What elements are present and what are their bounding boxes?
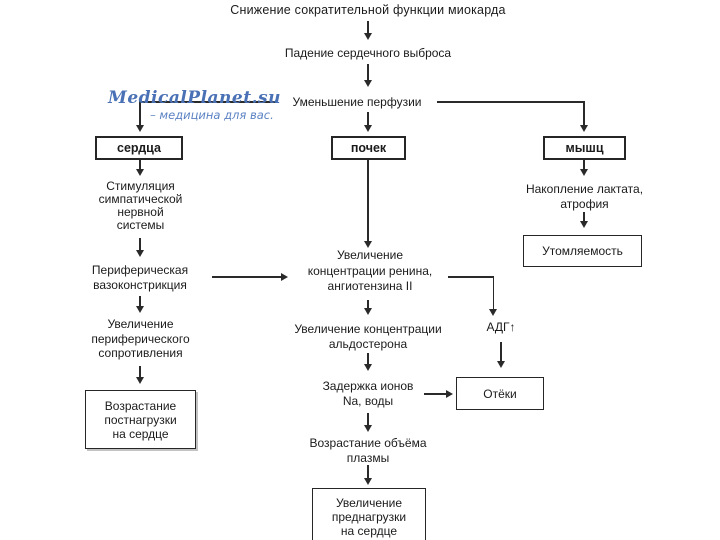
arrow-sympathetic-to-vasoconstriction	[139, 238, 141, 251]
node-heart-box: сердца	[95, 136, 183, 160]
node-renin: Увеличение концентрации ренина, ангиотен…	[307, 248, 433, 293]
arrow-sodium-to-plasma	[367, 413, 369, 426]
line-perfusion-to-muscles	[583, 101, 585, 126]
arrow-perfusion-to-kidneys	[363, 125, 372, 132]
arrow-perfusion-to-kidneys	[367, 112, 369, 126]
arrow-plasma-to-preload	[367, 465, 369, 479]
arrow-muscles-to-lactate	[583, 160, 585, 170]
arrow-aldosterone-to-sodium	[367, 353, 369, 365]
node-sympathetic: Стимуляция симпатической нервной системы	[98, 179, 183, 232]
arrow-plasma-to-preload	[363, 478, 372, 485]
node-edema-box: Отёки	[456, 377, 544, 410]
node-kidneys-box: почек	[331, 136, 406, 160]
node-preload-box: Увеличение преднагрузки на сердце	[312, 488, 426, 540]
arrow-renin-to-aldosterone	[367, 300, 369, 309]
arrow-sodium-to-plasma	[363, 425, 372, 432]
node-afterload-box: Возрастание постнагрузки на сердце	[85, 390, 196, 449]
node-sodium-retention: Задержка ионов Na, воды	[322, 379, 414, 408]
line-perfusion-to-heart	[135, 125, 144, 132]
arrow-sodium-to-edema	[424, 393, 446, 395]
node-adh: АДГ↑	[486, 320, 516, 334]
line-renin-to-adh	[489, 309, 497, 316]
arrow-lactate-to-fatigue	[579, 221, 588, 228]
arrow-aldosterone-to-sodium	[363, 364, 372, 371]
arrow-heart-to-sympathetic	[135, 169, 144, 176]
node-perfusion: Уменьшение перфузии	[292, 95, 422, 109]
line-perfusion-to-heart	[139, 101, 141, 126]
arrow-vasoconstriction-to-renin	[212, 276, 282, 278]
arrow-title-to-cardiac-output	[363, 33, 372, 40]
arrow-cardiac-output-to-perfusion	[367, 64, 369, 81]
arrow-renin-to-aldosterone	[363, 308, 372, 315]
watermark-tagline: – медицина для вас.	[150, 108, 274, 122]
arrow-resistance-to-afterload	[135, 377, 144, 384]
arrow-vasoconstriction-to-renin	[281, 272, 288, 281]
node-vasoconstriction: Периферическая вазоконстрикция	[91, 263, 189, 292]
node-title: Снижение сократительной функции миокарда	[230, 3, 506, 17]
line-renin-to-adh	[448, 276, 494, 278]
arrow-muscles-to-lactate	[579, 169, 588, 176]
arrow-sodium-to-edema	[446, 389, 453, 398]
node-fatigue-box: Утомляемость	[523, 235, 642, 267]
node-peripheral-resistance: Увеличение периферического сопротивления	[91, 317, 190, 360]
watermark-brand: MedicalPlanet.su	[108, 88, 281, 108]
arrow-vasoconstriction-to-resistance	[139, 296, 141, 307]
arrow-kidneys-to-renin	[363, 241, 372, 248]
arrow-resistance-to-afterload	[139, 366, 141, 378]
arrow-title-to-cardiac-output	[367, 21, 369, 35]
arrow-cardiac-output-to-perfusion	[363, 80, 372, 87]
node-cardiac-output: Падение сердечного выброса	[284, 46, 452, 60]
arrow-adh-to-edema	[496, 361, 505, 368]
line-perfusion-to-muscles	[579, 125, 588, 132]
node-lactate: Накопление лактата, атрофия	[525, 182, 644, 211]
node-plasma-volume: Возрастание объёма плазмы	[309, 436, 427, 465]
node-aldosterone: Увеличение концентрации альдостерона	[294, 322, 442, 351]
arrow-adh-to-edema	[500, 342, 502, 362]
arrow-sympathetic-to-vasoconstriction	[135, 250, 144, 257]
node-muscles-box: мышц	[543, 136, 626, 160]
arrow-vasoconstriction-to-resistance	[135, 306, 144, 313]
line-perfusion-to-heart	[140, 101, 278, 103]
line-perfusion-to-muscles	[437, 101, 585, 103]
arrow-kidneys-to-renin	[367, 160, 369, 242]
arrow-heart-to-sympathetic	[139, 160, 141, 170]
line-renin-to-adh	[492, 276, 494, 310]
arrow-lactate-to-fatigue	[583, 212, 585, 222]
